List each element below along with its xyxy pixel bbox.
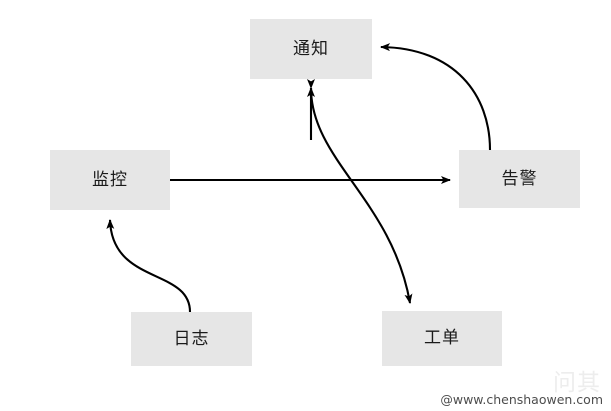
watermark-text: @www.chenshaowen.com	[440, 392, 603, 407]
node-monitor[interactable]: 监控	[50, 150, 170, 210]
node-ticket[interactable]: 工单	[382, 311, 502, 366]
node-notify[interactable]: 通知	[250, 19, 372, 79]
edge-alert-to-notify	[380, 43, 492, 151]
node-alert-label: 告警	[501, 168, 538, 189]
node-ticket-label: 工单	[424, 328, 460, 348]
watermark-logo: 问其	[553, 370, 601, 396]
edge-notify-to-ticket	[306, 78, 413, 304]
node-alert[interactable]: 告警	[459, 150, 580, 208]
edge-log-to-monitor	[106, 219, 192, 313]
node-log-label: 日志	[173, 328, 210, 349]
node-log[interactable]: 日志	[131, 312, 252, 366]
node-monitor-label: 监控	[92, 169, 128, 190]
node-notify-label: 通知	[293, 38, 329, 59]
